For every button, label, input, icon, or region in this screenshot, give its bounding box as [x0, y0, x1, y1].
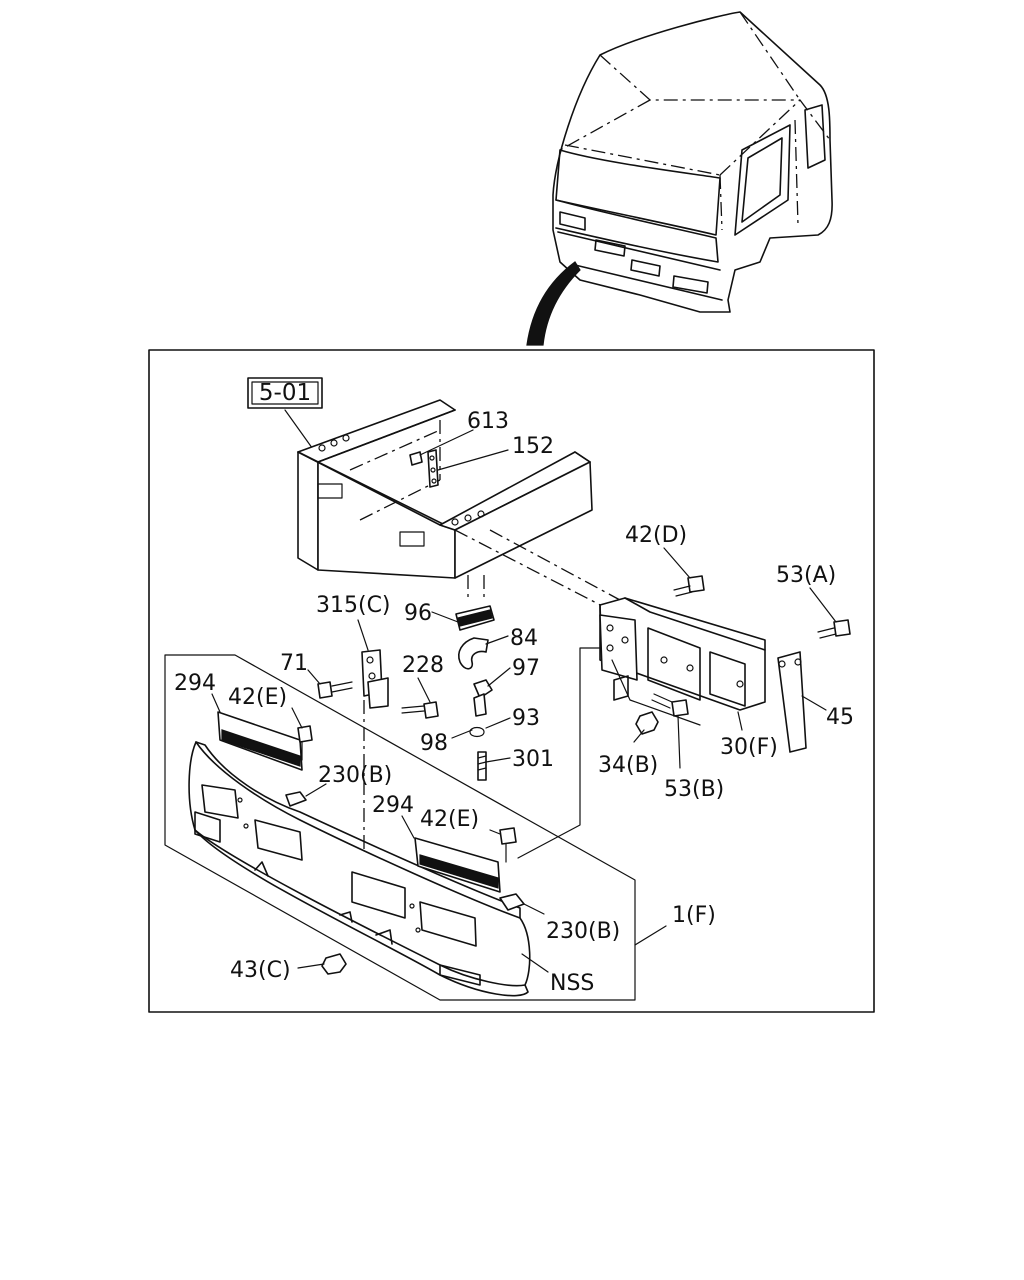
- callout-42e-left: 42(E): [228, 685, 287, 710]
- callout-230b-left: 230(B): [318, 763, 392, 788]
- part-613-152: [409, 429, 509, 488]
- reference-box: 5-01: [247, 377, 323, 453]
- callout-294-right: 294: [372, 793, 414, 818]
- callout-71: 71: [280, 651, 308, 676]
- callout-30f: 30(F): [720, 735, 778, 760]
- callout-96: 96: [404, 601, 432, 626]
- bracket-315c: [307, 619, 439, 900]
- tow-hook-assembly: [431, 605, 511, 781]
- callout-53a: 53(A): [776, 563, 836, 588]
- callout-294-left: 294: [174, 671, 216, 696]
- chassis-frame: [297, 399, 593, 579]
- callout-nss: NSS: [550, 971, 594, 996]
- bumper-assembly: [164, 654, 667, 1001]
- callout-93: 93: [512, 706, 540, 731]
- callout-43c: 43(C): [230, 958, 291, 983]
- bracket-30f: [599, 547, 851, 769]
- detail-frame: [148, 349, 875, 1013]
- callout-230b-right: 230(B): [546, 919, 620, 944]
- callout-42d: 42(D): [625, 523, 687, 548]
- callout-34b: 34(B): [598, 753, 658, 778]
- callout-45: 45: [826, 705, 854, 730]
- callout-97: 97: [512, 656, 540, 681]
- callout-613: 613: [467, 409, 509, 434]
- callout-53b: 53(B): [664, 777, 724, 802]
- callout-84: 84: [510, 626, 538, 651]
- callout-315c: 315(C): [316, 593, 391, 618]
- callout-152: 152: [512, 434, 554, 459]
- truck-cab-illustration: [526, 11, 833, 346]
- callout-301: 301: [512, 747, 554, 772]
- callout-228: 228: [402, 653, 444, 678]
- callout-1f: 1(F): [672, 903, 716, 928]
- callout-42e-right: 42(E): [420, 807, 479, 832]
- callout-98: 98: [420, 731, 448, 756]
- reference-label: 5-01: [259, 380, 311, 406]
